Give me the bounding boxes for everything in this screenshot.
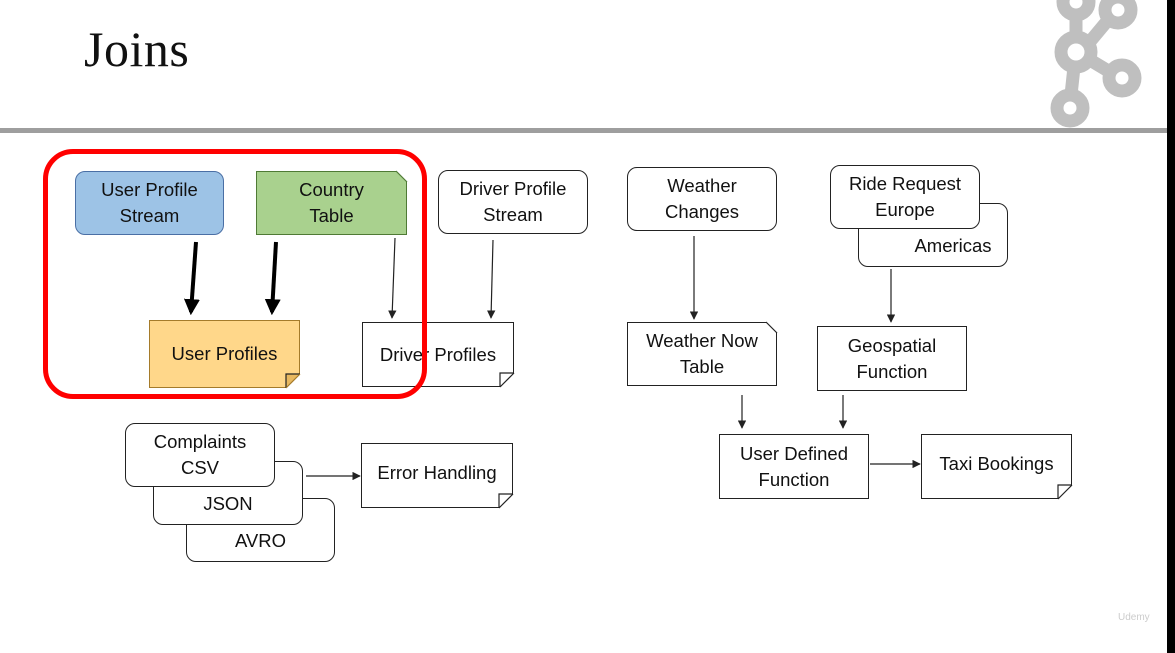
weather-changes-label: Weather Changes — [664, 175, 740, 222]
arrow-country-to-driver-profiles — [388, 237, 397, 319]
arrow-driver-stream-to-driver-profiles — [486, 239, 496, 319]
kafka-logo-icon — [1050, 0, 1142, 128]
complaints-csv-label: Complaints CSV — [153, 431, 247, 478]
error-handling-label: Error Handling — [377, 462, 497, 483]
user-defined-function-label: User Defined Function — [740, 442, 848, 490]
user-profile-stream-label: User Profile Stream — [101, 179, 198, 226]
title-divider — [0, 128, 1167, 133]
udemy-watermark: Udemy — [1118, 612, 1150, 623]
complaints-json-label: JSON — [203, 493, 253, 514]
weather-changes-node: Weather Changes — [627, 167, 777, 231]
weather-now-table-fold — [765, 321, 778, 334]
complaints-csv-node: Complaints CSV — [125, 423, 275, 487]
taxi-bookings-node: Taxi Bookings — [921, 434, 1072, 499]
country-table-node: Country Table — [256, 171, 407, 235]
error-handling-node: Error Handling — [361, 443, 513, 508]
user-profile-stream-node: User Profile Stream — [75, 171, 224, 235]
country-table-fold — [395, 170, 408, 183]
driver-profiles-node: Driver Profiles — [362, 322, 514, 387]
user-profiles-label: User Profiles — [171, 343, 278, 364]
taxi-bookings-label: Taxi Bookings — [939, 453, 1054, 474]
geospatial-function-label: Geospatial Function — [847, 334, 937, 382]
country-table-label: Country Table — [299, 179, 364, 226]
weather-now-table-label: Weather Now Table — [646, 330, 758, 377]
user-profiles-node: User Profiles — [149, 320, 300, 388]
weather-now-table-node: Weather Now Table — [627, 322, 777, 386]
ride-request-europe-node: Ride Request Europe — [830, 165, 980, 229]
arrow-country-to-user-profiles — [264, 241, 281, 316]
arrow-user-stream-to-user-profiles — [183, 241, 200, 316]
slide-title: Joins — [84, 21, 190, 77]
driver-profile-stream-node: Driver Profile Stream — [438, 170, 588, 234]
complaints-avro-label: AVRO — [234, 530, 287, 551]
driver-profile-stream-label: Driver Profile Stream — [459, 178, 567, 225]
geospatial-function-node: Geospatial Function — [817, 326, 967, 391]
ride-request-europe-label: Ride Request Europe — [848, 173, 962, 220]
user-defined-function-node: User Defined Function — [719, 434, 869, 499]
driver-profiles-label: Driver Profiles — [379, 343, 497, 365]
highlight-rectangle — [43, 149, 427, 399]
ride-request-americas-label: Americas — [914, 235, 992, 256]
